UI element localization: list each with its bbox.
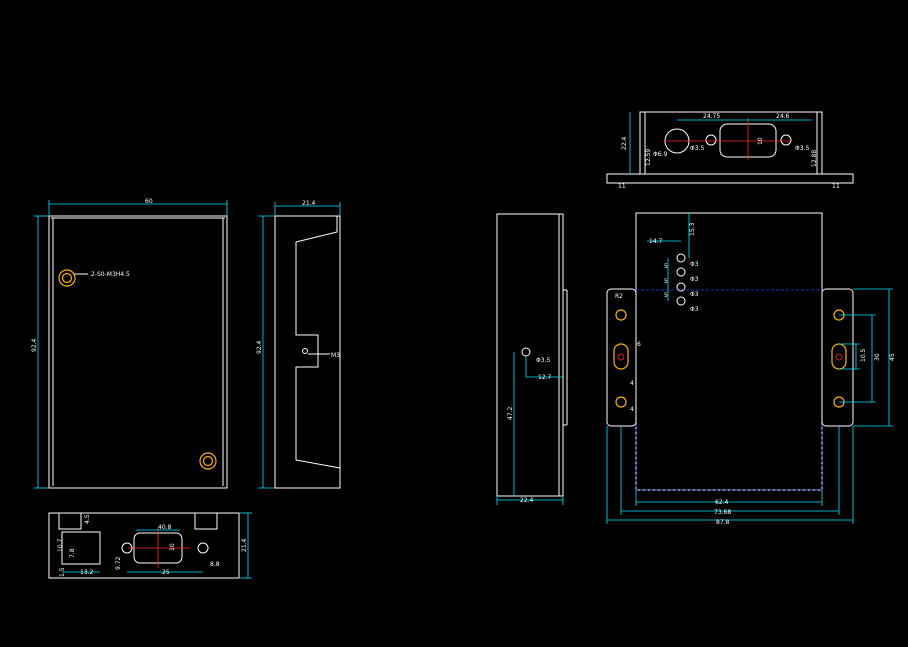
side-screw-hole: [302, 348, 308, 354]
mid-side-outline: [496, 213, 564, 497]
svg-text:4: 4: [630, 380, 634, 387]
svg-text:21.4: 21.4: [241, 538, 248, 552]
front-width-label: 60: [145, 198, 153, 205]
mount-hole-top-left: [58, 269, 76, 287]
svg-text:8.8: 8.8: [210, 561, 220, 568]
svg-text:Φ6.9: Φ6.9: [653, 151, 667, 158]
svg-text:R2: R2: [615, 293, 623, 300]
svg-text:Φ3.5: Φ3.5: [795, 145, 809, 152]
svg-text:47.2: 47.2: [507, 406, 514, 420]
bottom-outline: [48, 512, 240, 579]
svg-text:24.6: 24.6: [776, 113, 790, 120]
svg-text:5: 5: [664, 263, 668, 270]
svg-text:15.3: 15.3: [689, 222, 696, 236]
mount-view: 14.7 15.3 5 5 5 Φ3 Φ3 Φ3 Φ3 R2 6 4 4 10.…: [606, 212, 896, 526]
svg-text:13.2: 13.2: [80, 569, 94, 576]
svg-text:10.7: 10.7: [57, 538, 64, 552]
svg-text:30: 30: [874, 353, 881, 361]
svg-text:40.8: 40.8: [158, 524, 172, 531]
svg-text:Φ3: Φ3: [690, 291, 699, 298]
svg-text:11: 11: [618, 183, 626, 190]
mount-body-outline: [635, 212, 823, 491]
front-view: 60 92.4 2-S0-M3H4.5: [31, 198, 228, 489]
top-right-view: 24.75 24.6 22.4 12.59 Φ6.9 Φ3.5 10 Φ3.5 …: [606, 111, 854, 190]
svg-text:14.7: 14.7: [649, 238, 663, 245]
svg-text:9.72: 9.72: [115, 556, 122, 570]
svg-text:Φ3: Φ3: [690, 261, 699, 268]
side-profile: [295, 242, 341, 469]
svg-text:22.4: 22.4: [520, 497, 534, 504]
svg-text:5: 5: [664, 292, 668, 299]
svg-text:12.7: 12.7: [538, 374, 552, 381]
bottom-port-rj45: [61, 531, 101, 565]
side-hole-label: M3: [331, 352, 340, 359]
mount-flange-left: [606, 288, 637, 427]
mount-hole-bottom-right: [199, 452, 217, 470]
svg-text:25: 25: [162, 569, 170, 576]
svg-text:45: 45: [889, 353, 896, 361]
svg-text:Φ3.5: Φ3.5: [690, 145, 704, 152]
svg-text:4: 4: [630, 406, 634, 413]
side-height-label: 92.4: [256, 340, 263, 354]
bottom-view: 40.8 10 4.5 10.7 7.8 1.5 13.2 9.72 25 8.…: [48, 512, 252, 579]
side-view: M3 21.4 92.4: [256, 200, 341, 489]
side-width-label: 21.4: [302, 200, 316, 207]
svg-text:24.75: 24.75: [703, 113, 720, 120]
svg-text:11: 11: [832, 183, 840, 190]
svg-text:12.88: 12.88: [811, 150, 818, 167]
svg-text:Φ3.5: Φ3.5: [536, 357, 550, 364]
svg-text:12.59: 12.59: [645, 149, 652, 166]
svg-text:6: 6: [637, 341, 641, 348]
front-enclosure-outline: [48, 215, 228, 489]
hole-note-label: 2-S0-M3H4.5: [91, 271, 130, 278]
mount-flange-right: [821, 288, 854, 427]
svg-text:22.4: 22.4: [621, 136, 628, 150]
side-outline: [274, 215, 341, 489]
svg-text:Φ3: Φ3: [690, 306, 699, 313]
svg-text:10: 10: [169, 543, 176, 551]
keyhole-left: [613, 343, 629, 370]
keyhole-right: [831, 343, 847, 370]
svg-text:Φ3: Φ3: [690, 276, 699, 283]
svg-text:5: 5: [664, 278, 668, 285]
svg-text:10.5: 10.5: [860, 348, 867, 362]
svg-text:73.68: 73.68: [714, 509, 731, 516]
mid-side-view: Φ3.5 12.7 47.2 22.4: [496, 213, 568, 505]
svg-text:87.8: 87.8: [716, 519, 730, 526]
svg-text:10: 10: [757, 137, 764, 145]
top-right-outline: [606, 111, 854, 184]
svg-text:7.8: 7.8: [69, 548, 76, 558]
front-height-label: 92.4: [31, 338, 38, 352]
svg-text:62.4: 62.4: [715, 499, 729, 506]
svg-text:4.5: 4.5: [84, 514, 91, 524]
